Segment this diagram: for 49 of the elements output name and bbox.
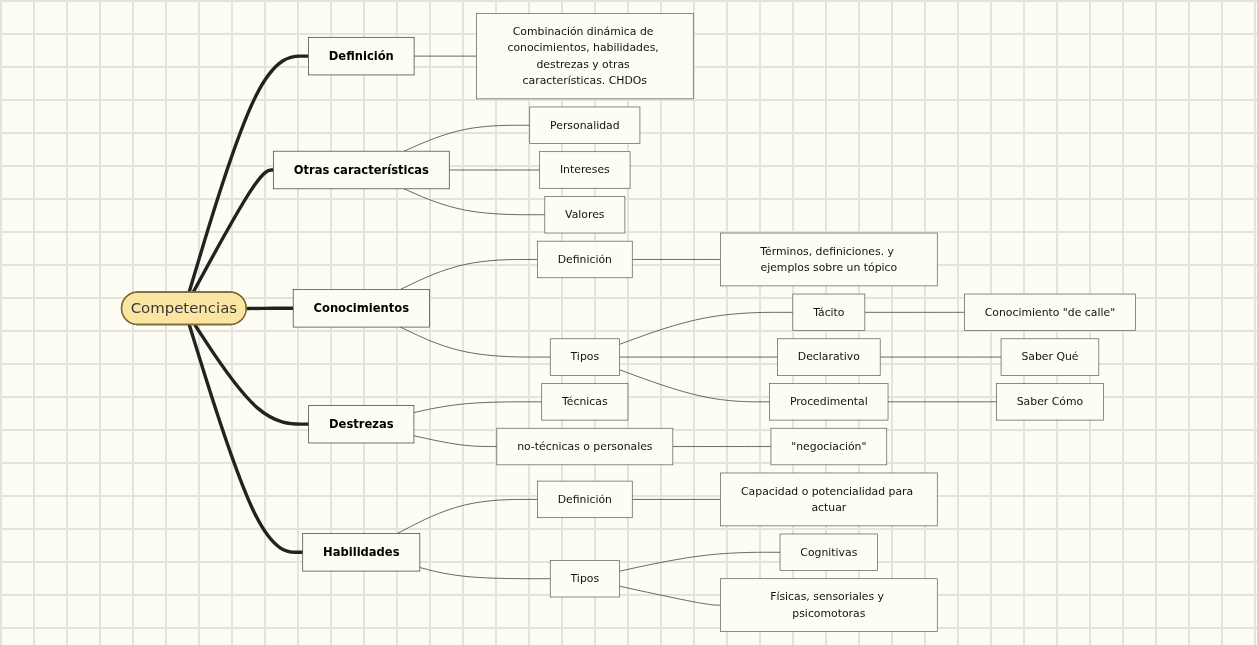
node-box: Tipos — [549, 560, 620, 598]
node-box: Saber Cómo — [996, 383, 1104, 421]
node-box: Tácito — [792, 293, 866, 331]
node-box: Definición — [537, 240, 633, 279]
connector — [193, 323, 309, 426]
connector — [413, 435, 498, 447]
node-box: Habilidades — [302, 533, 421, 572]
node-box: Combinación dinámica de conocimientos, habilidades, destrezas y otras características. CHDOs — [476, 13, 694, 100]
connector — [619, 585, 721, 606]
node-box: Declarativo — [777, 338, 881, 376]
node-box: Capacidad o potencialidad para actuar — [720, 472, 938, 527]
node-box: Físicas, sensoriales y psicomotoras — [720, 578, 938, 632]
connector — [246, 306, 294, 311]
node-box: Personalidad — [529, 106, 641, 144]
connector — [619, 312, 794, 345]
connector — [631, 499, 721, 500]
connector — [619, 551, 781, 572]
connector — [619, 369, 770, 403]
connector — [448, 169, 540, 171]
connector — [672, 446, 772, 447]
node-box: Procedimental — [769, 383, 889, 421]
connector — [413, 55, 477, 57]
node-box: Otras características — [273, 150, 450, 190]
node-box: Términos, definiciones. y ejemplos sobre un tópico — [720, 232, 938, 287]
connector — [419, 567, 551, 580]
connector — [403, 124, 531, 152]
connector — [864, 312, 965, 313]
node-box: Valores — [544, 196, 626, 234]
node-box: no-técnicas o personales — [496, 427, 674, 466]
node-box: Definición — [308, 36, 415, 76]
node-box: "negociación" — [770, 427, 888, 466]
connector — [631, 259, 721, 260]
connector — [191, 168, 274, 294]
connector — [187, 54, 309, 293]
node-box: Definición — [537, 480, 633, 519]
node-box: Técnicas — [541, 383, 629, 421]
node-box: Cognitivas — [779, 533, 878, 571]
connector — [400, 326, 551, 358]
connector — [413, 401, 543, 413]
node-box: Destrezas — [308, 405, 415, 444]
node-box: Intereses — [539, 151, 631, 189]
connector — [400, 259, 538, 290]
connector — [397, 499, 538, 534]
node-box: Tipos — [549, 338, 620, 376]
node-box: Conocimiento "de calle" — [964, 293, 1136, 331]
connector — [187, 324, 303, 554]
connector — [403, 188, 546, 216]
node-box: Saber Qué — [1000, 338, 1100, 376]
node-box: Conocimientos — [292, 289, 430, 328]
